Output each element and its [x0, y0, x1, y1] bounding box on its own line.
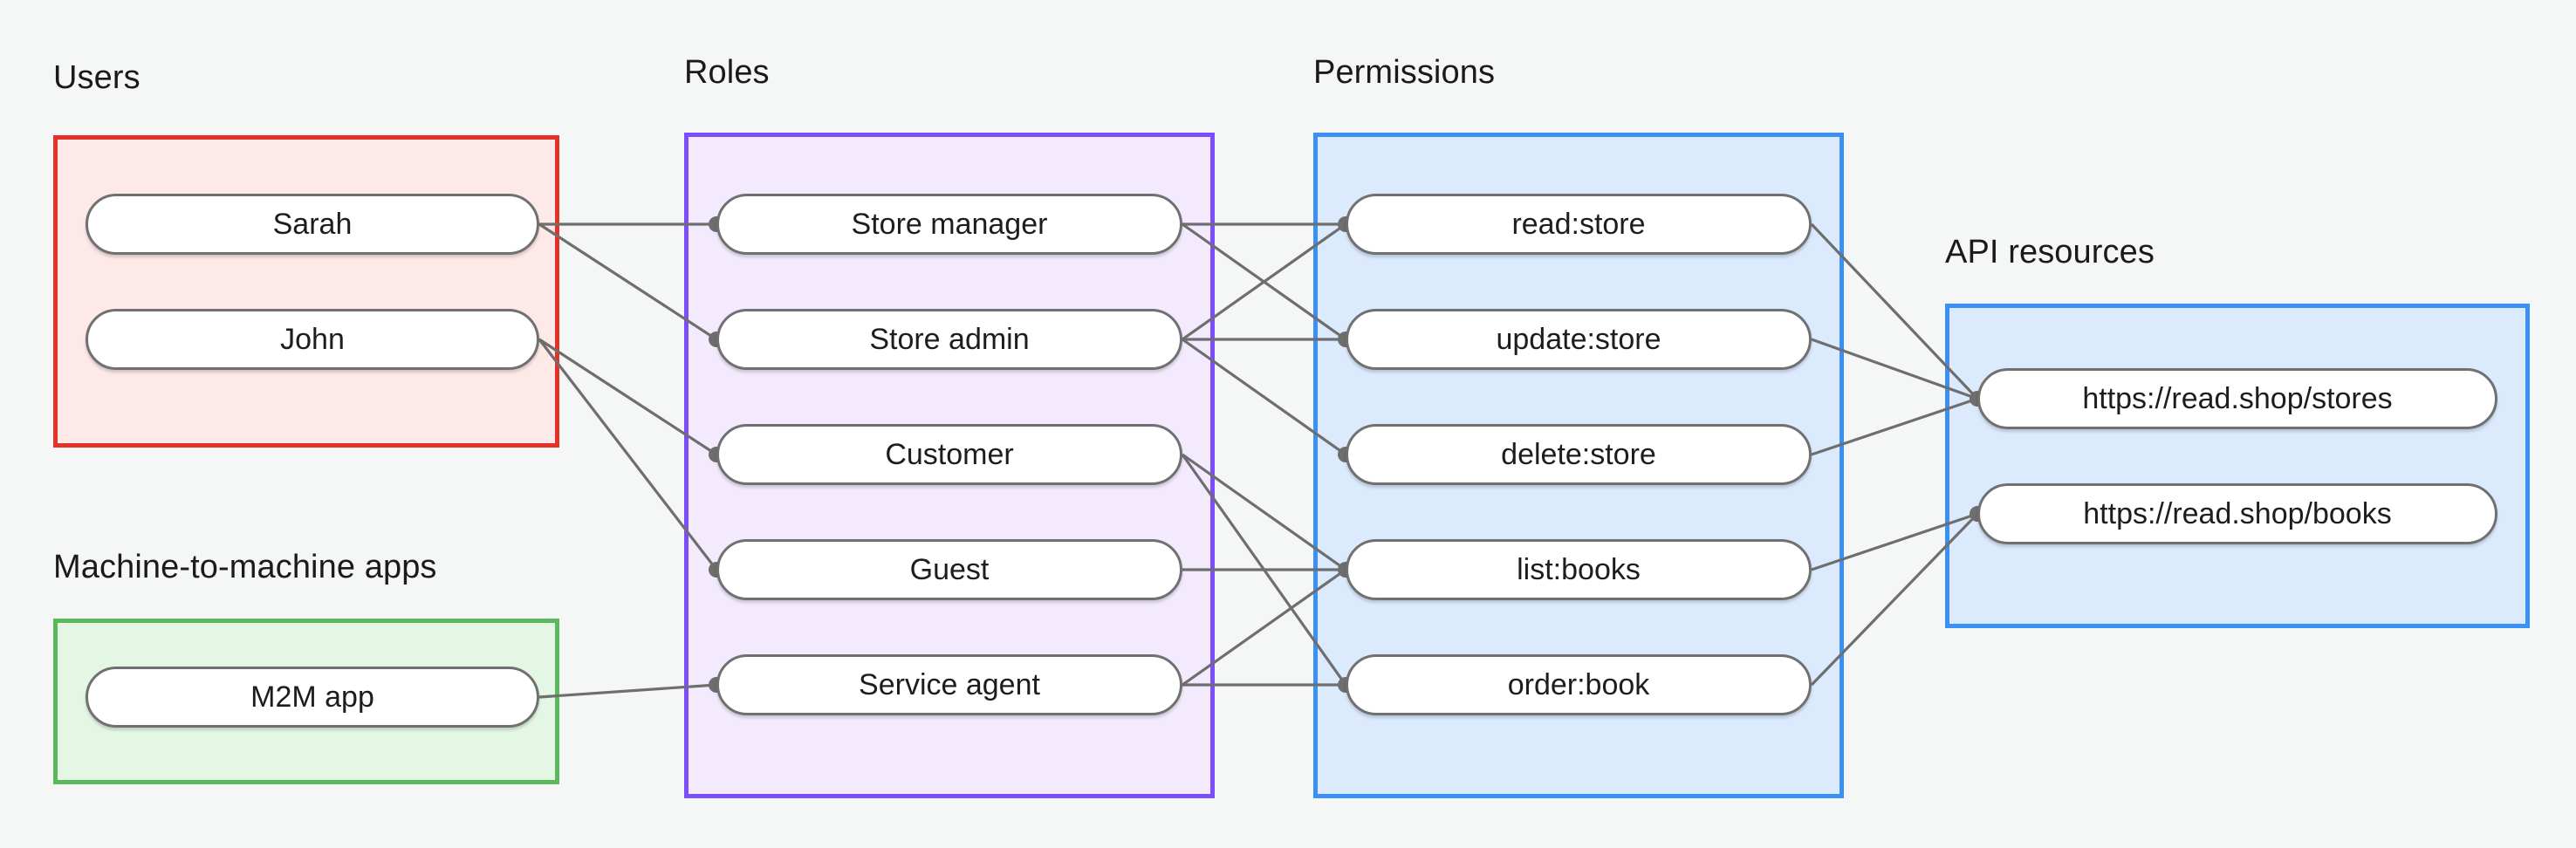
node-read-store[interactable]: read:store — [1346, 194, 1812, 255]
node-delete-store[interactable]: delete:store — [1346, 424, 1812, 485]
group-box-users — [53, 135, 559, 448]
node-update-store[interactable]: update:store — [1346, 309, 1812, 370]
group-caption-resources: API resources — [1945, 234, 2155, 270]
node-store-admin[interactable]: Store admin — [716, 309, 1182, 370]
node-customer[interactable]: Customer — [716, 424, 1182, 485]
node-store-manager[interactable]: Store manager — [716, 194, 1182, 255]
group-caption-m2m: Machine-to-machine apps — [53, 549, 437, 585]
group-box-resources — [1945, 304, 2530, 628]
node-guest[interactable]: Guest — [716, 539, 1182, 600]
node-order-book[interactable]: order:book — [1346, 654, 1812, 715]
node-res-stores[interactable]: https://read.shop/stores — [1977, 368, 2497, 429]
node-john[interactable]: John — [86, 309, 539, 370]
node-list-books[interactable]: list:books — [1346, 539, 1812, 600]
node-service-agent[interactable]: Service agent — [716, 654, 1182, 715]
node-sarah[interactable]: Sarah — [86, 194, 539, 255]
group-caption-roles: Roles — [684, 54, 770, 91]
node-res-books[interactable]: https://read.shop/books — [1977, 483, 2497, 544]
group-caption-permissions: Permissions — [1313, 54, 1496, 91]
group-caption-users: Users — [53, 59, 140, 96]
node-m2mapp[interactable]: M2M app — [86, 667, 539, 728]
